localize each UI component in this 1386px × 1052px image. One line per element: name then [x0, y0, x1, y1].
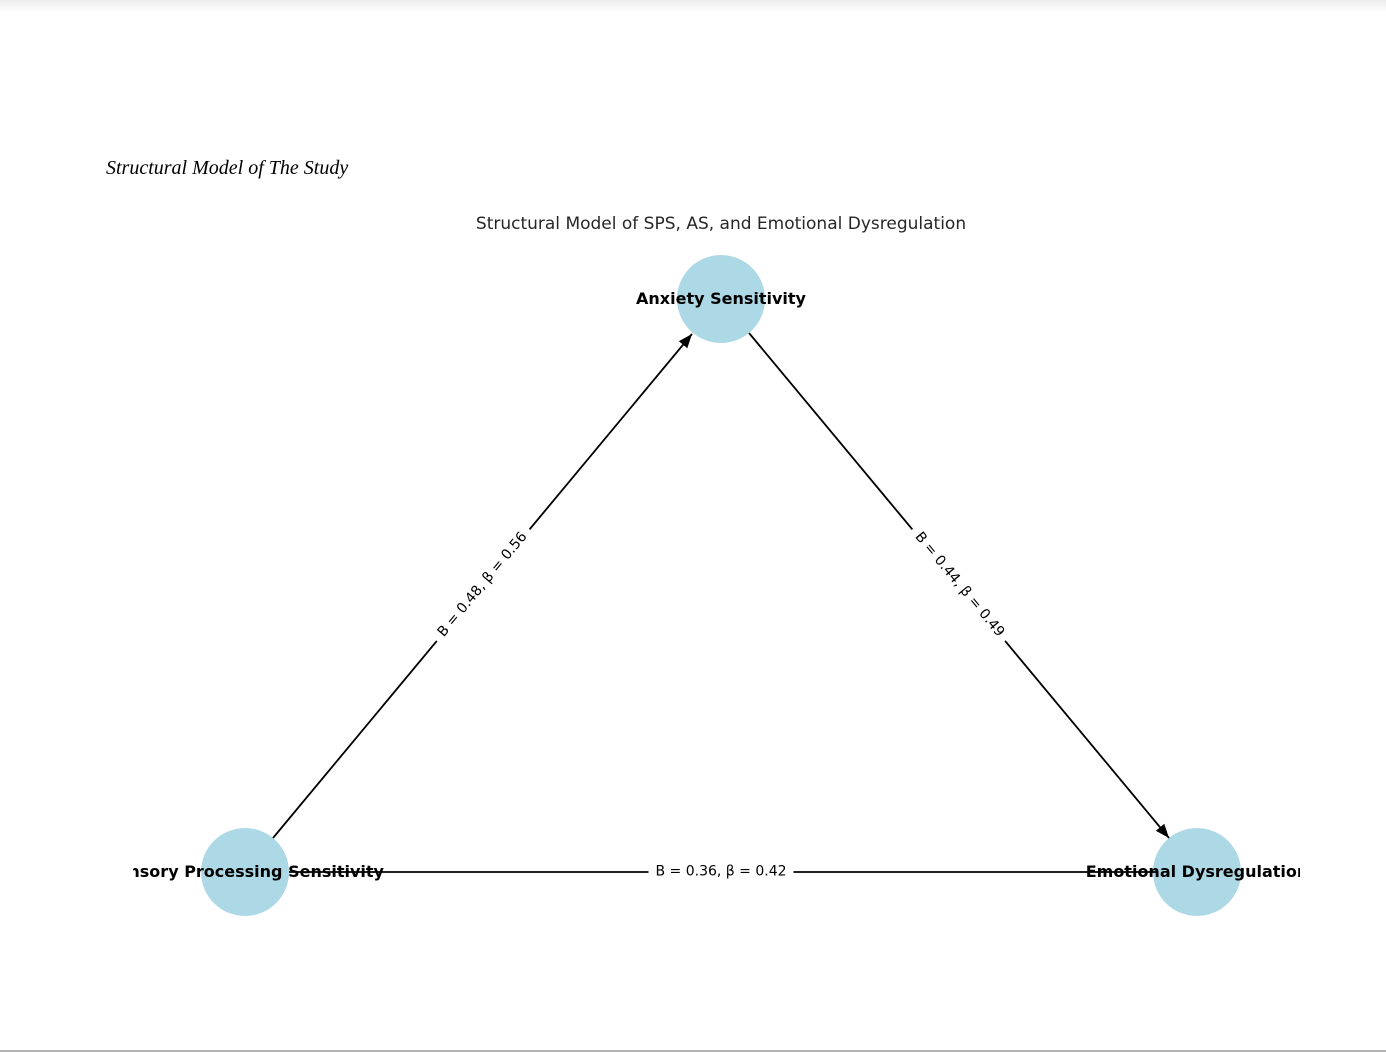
node-label-sensory-processing-sensitivity: Sensory Processing Sensitivity	[133, 862, 384, 881]
top-edge-shadow	[0, 0, 1386, 13]
node-circle-anxiety-sensitivity	[677, 255, 765, 343]
section-heading: Structural Model of The Study	[106, 157, 349, 179]
page-bottom-border	[0, 1050, 1386, 1052]
diagram-canvas	[201, 255, 1241, 916]
edge-label-sps-ed: B = 0.36, β = 0.42	[648, 862, 794, 882]
node-circle-sensory-processing-sensitivity	[201, 828, 289, 916]
figure-title: Structural Model of SPS, AS, and Emotion…	[475, 214, 967, 234]
node-label-anxiety-sensitivity: Anxiety Sensitivity	[636, 289, 806, 308]
path-diagram: Anxiety Sensitivity Sensory Processing S…	[133, 240, 1300, 952]
node-circle-emotional-dysregulation	[1153, 828, 1241, 916]
node-label-emotional-dysregulation: Emotional Dysregulation	[1085, 862, 1300, 881]
